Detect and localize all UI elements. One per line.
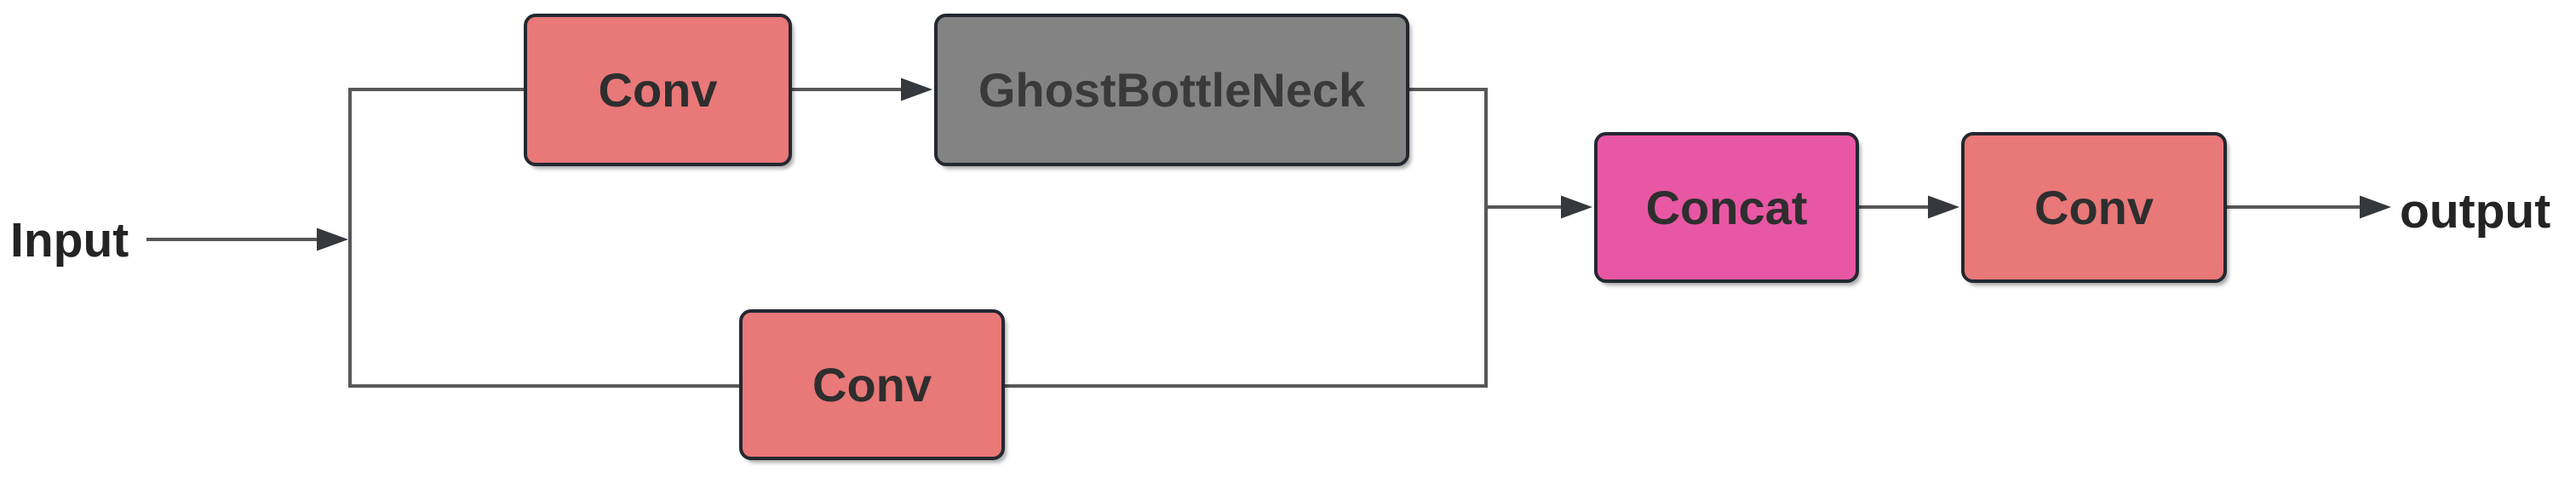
node-conv-top: Conv — [524, 14, 792, 166]
node-label: Conv — [812, 358, 932, 412]
output-label: output — [2400, 184, 2551, 239]
edge-merge-to-junction — [1005, 88, 1488, 388]
node-concat: Concat — [1594, 132, 1859, 283]
node-conv-output: Conv — [1961, 132, 2227, 283]
edge-branch-split — [348, 88, 739, 388]
input-label: Input — [10, 213, 129, 268]
arrowhead-into-branch — [317, 227, 348, 251]
arrowhead-into-output — [2360, 195, 2391, 219]
arrowhead-into-concat — [1561, 195, 1592, 219]
node-label: GhostBottleNeck — [978, 63, 1366, 117]
node-label: Conv — [2034, 181, 2154, 234]
node-conv-bottom: Conv — [739, 309, 1005, 460]
arrowhead-into-conv — [1928, 195, 1959, 219]
node-label: Concat — [1645, 181, 1808, 234]
node-label: Conv — [598, 63, 718, 117]
node-ghostbottleneck: GhostBottleNeck — [934, 14, 1409, 166]
arrowhead-into-ghostbottleneck — [901, 78, 932, 101]
